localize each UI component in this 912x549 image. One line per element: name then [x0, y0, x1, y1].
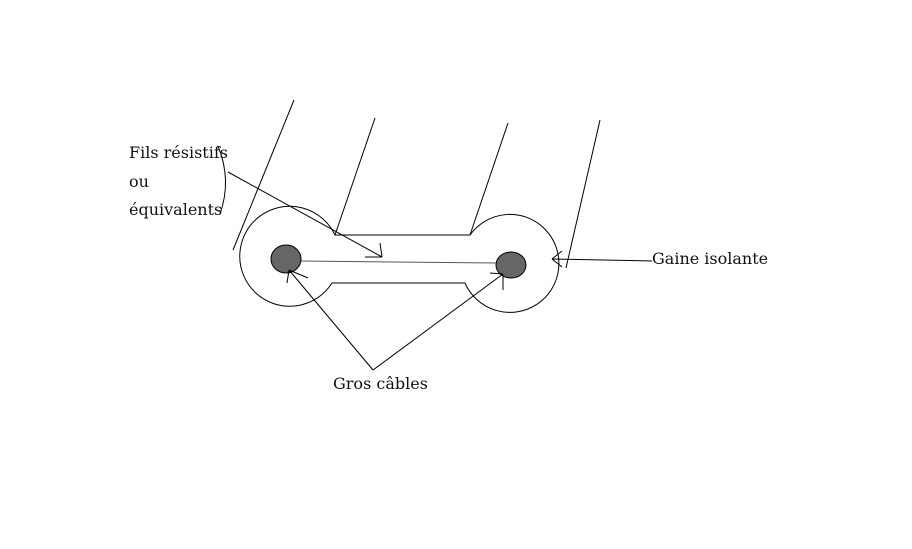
- sheath-label: Gaine isolante: [652, 249, 768, 268]
- extrusion-line-4: [565, 119, 601, 269]
- left-cable-core: [270, 244, 302, 274]
- cables-arrows: [286, 269, 504, 371]
- wires-label-line2: ou: [129, 172, 149, 191]
- sheath-outline: [239, 205, 560, 313]
- extrusion-line-3: [469, 122, 509, 236]
- cables-label: Gros câbles: [333, 374, 428, 393]
- resistive-wire: [300, 260, 497, 264]
- extrusion-line-2: [334, 117, 376, 236]
- wires-arrow: [227, 171, 383, 258]
- sheath-arrow: [551, 250, 653, 268]
- extrusion-line-1: [232, 99, 295, 251]
- wires-label-line1: Fils résistifs: [129, 143, 228, 162]
- right-cable-core: [495, 251, 527, 279]
- wires-label-line3: équivalents: [129, 200, 222, 219]
- wires-bracket: [217, 145, 227, 215]
